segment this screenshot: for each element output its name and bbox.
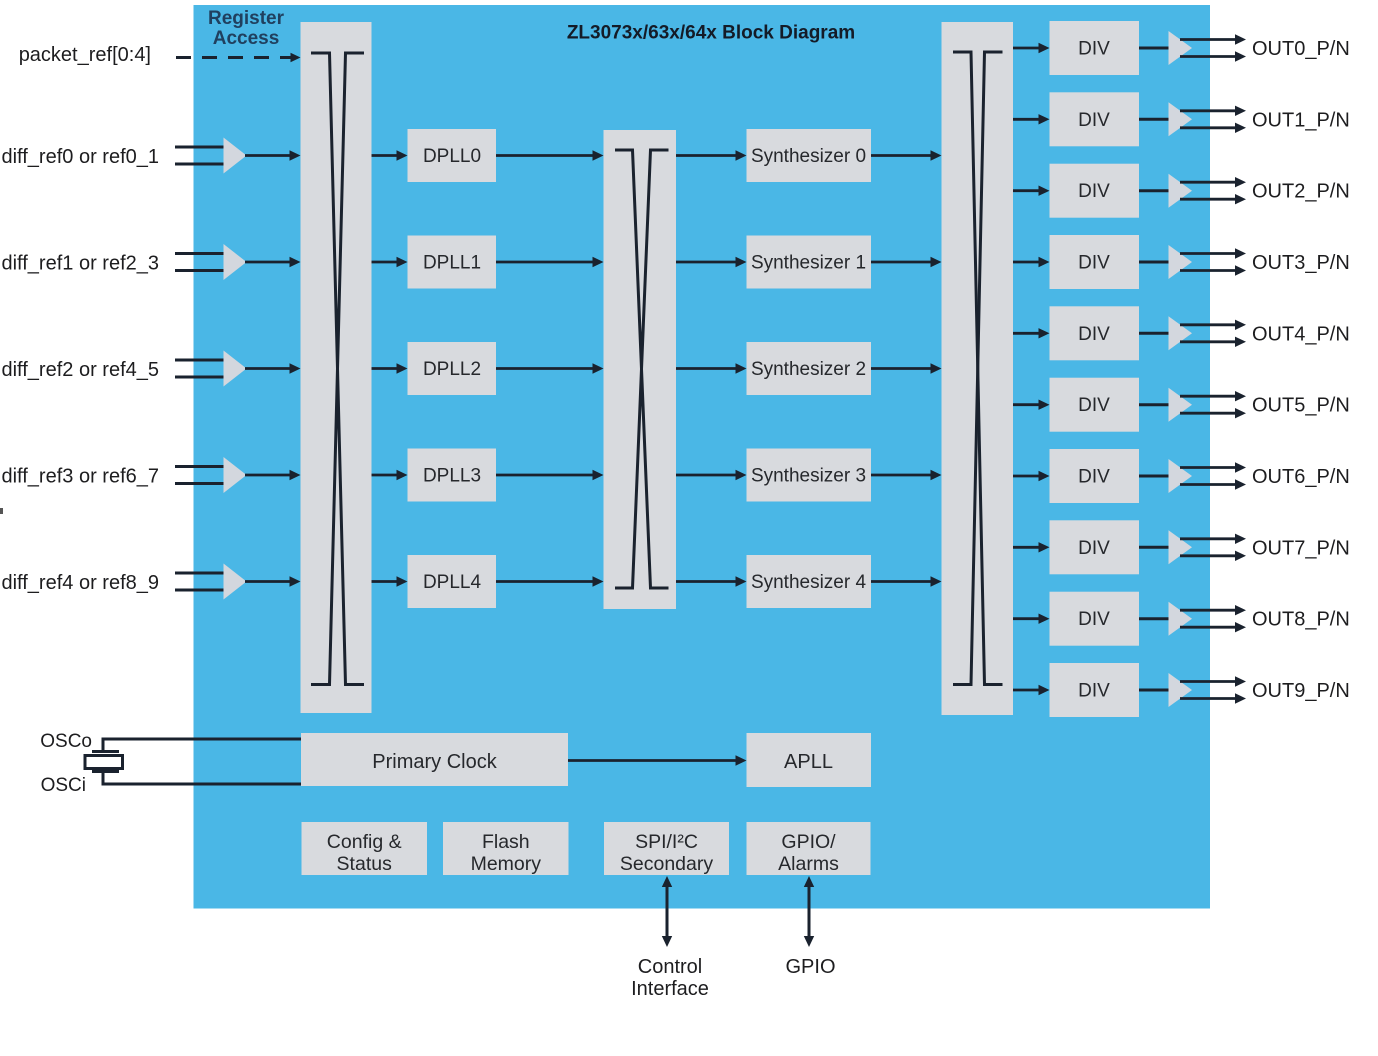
svg-text:diff_ref3 or ref6_7: diff_ref3 or ref6_7 [1, 466, 159, 488]
svg-text:DPLL1: DPLL1 [423, 253, 481, 274]
svg-text:Flash: Flash [482, 831, 530, 853]
svg-text:OUT1_P/N: OUT1_P/N [1252, 109, 1350, 131]
svg-text:diff_ref0 or ref0_1: diff_ref0 or ref0_1 [1, 146, 159, 168]
svg-text:Interface: Interface [631, 978, 709, 1000]
svg-text:DPLL3: DPLL3 [423, 466, 481, 487]
svg-text:Synthesizer 3: Synthesizer 3 [751, 466, 866, 487]
svg-text:Memory: Memory [471, 853, 542, 875]
svg-text:OSCi: OSCi [41, 775, 86, 796]
svg-text:DIV: DIV [1078, 609, 1110, 630]
svg-text:OUT9_P/N: OUT9_P/N [1252, 680, 1350, 702]
svg-text:DIV: DIV [1078, 395, 1110, 416]
svg-text:DIV: DIV [1078, 538, 1110, 559]
svg-text:Secondary: Secondary [620, 853, 713, 875]
svg-text:DPLL2: DPLL2 [423, 359, 481, 380]
svg-text:Status: Status [337, 853, 393, 875]
svg-text:Access: Access [213, 28, 280, 49]
svg-text:Control: Control [638, 956, 702, 978]
svg-text:OUT6_P/N: OUT6_P/N [1252, 466, 1350, 488]
svg-text:packet_ref[0:4]: packet_ref[0:4] [19, 44, 151, 66]
svg-text:DIV: DIV [1078, 110, 1110, 131]
svg-text:DIV: DIV [1078, 324, 1110, 345]
svg-text:GPIO: GPIO [785, 956, 835, 978]
svg-text:diff_ref1 or ref2_3: diff_ref1 or ref2_3 [1, 253, 159, 275]
svg-text:DIV: DIV [1078, 181, 1110, 202]
svg-text:OUT8_P/N: OUT8_P/N [1252, 609, 1350, 631]
svg-text:SPI/I²C: SPI/I²C [635, 831, 698, 853]
svg-text:diff_ref2 or ref4_5: diff_ref2 or ref4_5 [1, 359, 159, 381]
svg-text:OUT7_P/N: OUT7_P/N [1252, 537, 1350, 559]
svg-text:OSCo: OSCo [40, 731, 92, 752]
svg-text:APLL: APLL [784, 751, 833, 773]
svg-text:Register: Register [208, 8, 285, 29]
svg-text:DIV: DIV [1078, 681, 1110, 702]
svg-text:Synthesizer 2: Synthesizer 2 [751, 359, 866, 380]
svg-text:Config &: Config & [327, 831, 402, 853]
svg-text:DIV: DIV [1078, 39, 1110, 60]
svg-text:GPIO/: GPIO/ [781, 831, 836, 853]
svg-text:diff_ref4 or ref8_9: diff_ref4 or ref8_9 [1, 572, 159, 594]
svg-text:DIV: DIV [1078, 467, 1110, 488]
svg-text:Synthesizer 4: Synthesizer 4 [751, 572, 867, 593]
svg-text:DPLL4: DPLL4 [423, 572, 482, 593]
svg-text:OUT0_P/N: OUT0_P/N [1252, 38, 1350, 60]
svg-text:ZL3073x/63x/64x Block Diagram: ZL3073x/63x/64x Block Diagram [567, 23, 855, 44]
svg-text:OUT3_P/N: OUT3_P/N [1252, 252, 1350, 274]
svg-text:OUT4_P/N: OUT4_P/N [1252, 323, 1350, 345]
svg-text:DIV: DIV [1078, 253, 1110, 274]
svg-text:Synthesizer 1: Synthesizer 1 [751, 253, 866, 274]
svg-text:Synthesizer 0: Synthesizer 0 [751, 146, 866, 167]
svg-text:OUT5_P/N: OUT5_P/N [1252, 395, 1350, 417]
svg-text:DPLL0: DPLL0 [423, 146, 481, 167]
svg-text:Alarms: Alarms [778, 853, 839, 875]
svg-text:OUT2_P/N: OUT2_P/N [1252, 181, 1350, 203]
svg-text:Primary Clock: Primary Clock [372, 751, 497, 773]
